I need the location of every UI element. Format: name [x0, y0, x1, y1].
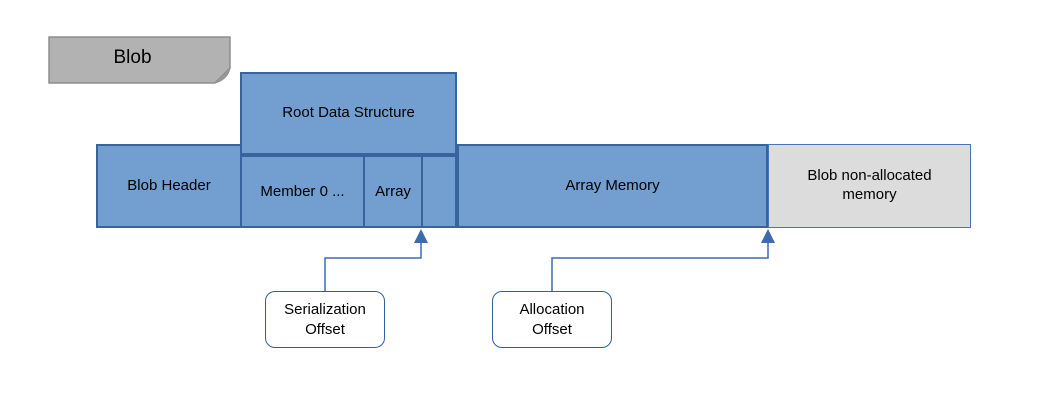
empty-cell — [421, 157, 455, 226]
root-data-structure-box: Root Data Structure — [240, 72, 457, 155]
array-memory-box: Array Memory — [457, 144, 768, 228]
serialization-offset-connector — [324, 243, 422, 291]
allocation-offset-callout: Allocation Offset — [492, 291, 612, 348]
blob-note-label: Blob — [113, 47, 152, 68]
serialization-offset-arrowhead — [414, 229, 428, 243]
root-data-structure-label: Root Data Structure — [282, 104, 415, 122]
serialization-offset-label: Serialization Offset — [284, 301, 366, 338]
blob-header-box: Blob Header — [96, 144, 242, 228]
blob-header-label: Blob Header — [127, 176, 211, 194]
non-allocated-memory-label: Blob non-allocated memory — [807, 167, 932, 203]
member0-box: Member 0 ... — [242, 157, 363, 226]
array-label: Array — [375, 183, 411, 200]
allocation-offset-connector — [551, 243, 769, 291]
array-memory-label: Array Memory — [565, 176, 660, 194]
root-members-row: Member 0 ... Array — [240, 155, 457, 228]
allocation-offset-label: Allocation Offset — [519, 301, 585, 338]
non-allocated-memory-box: Blob non-allocated memory — [768, 144, 971, 228]
blob-note: Blob — [48, 36, 231, 84]
allocation-offset-arrowhead — [761, 229, 775, 243]
folded-note-shape — [48, 36, 231, 84]
array-box: Array — [363, 157, 421, 226]
member0-label: Member 0 ... — [260, 183, 345, 200]
serialization-offset-callout: Serialization Offset — [265, 291, 385, 348]
